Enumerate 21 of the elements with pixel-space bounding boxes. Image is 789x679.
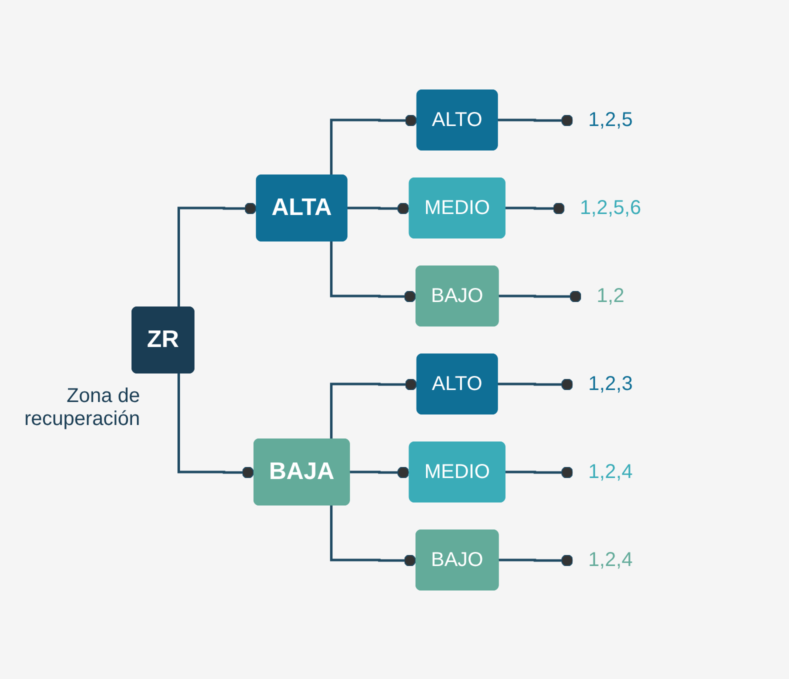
connector [497,378,574,390]
connector [504,466,574,478]
connector [346,202,410,214]
connector [178,373,255,478]
connector [330,114,418,175]
connector [504,202,566,214]
connector [178,202,258,307]
connector [330,241,417,302]
node-caption: Zona de recuperación [23,384,140,430]
node-text: 1,2 [597,284,625,306]
node-text: 1,2,4 [588,460,634,482]
node-text: 1,2,5,6 [580,196,642,218]
connector [498,290,583,302]
node-text: 1,2,3 [588,372,634,394]
node-text: 1,2,4 [588,548,634,570]
node-text: 1,2,5 [588,108,634,130]
connector [330,378,418,439]
connector [497,114,574,126]
connector [498,554,574,566]
connector [330,505,417,566]
connector [349,466,410,478]
